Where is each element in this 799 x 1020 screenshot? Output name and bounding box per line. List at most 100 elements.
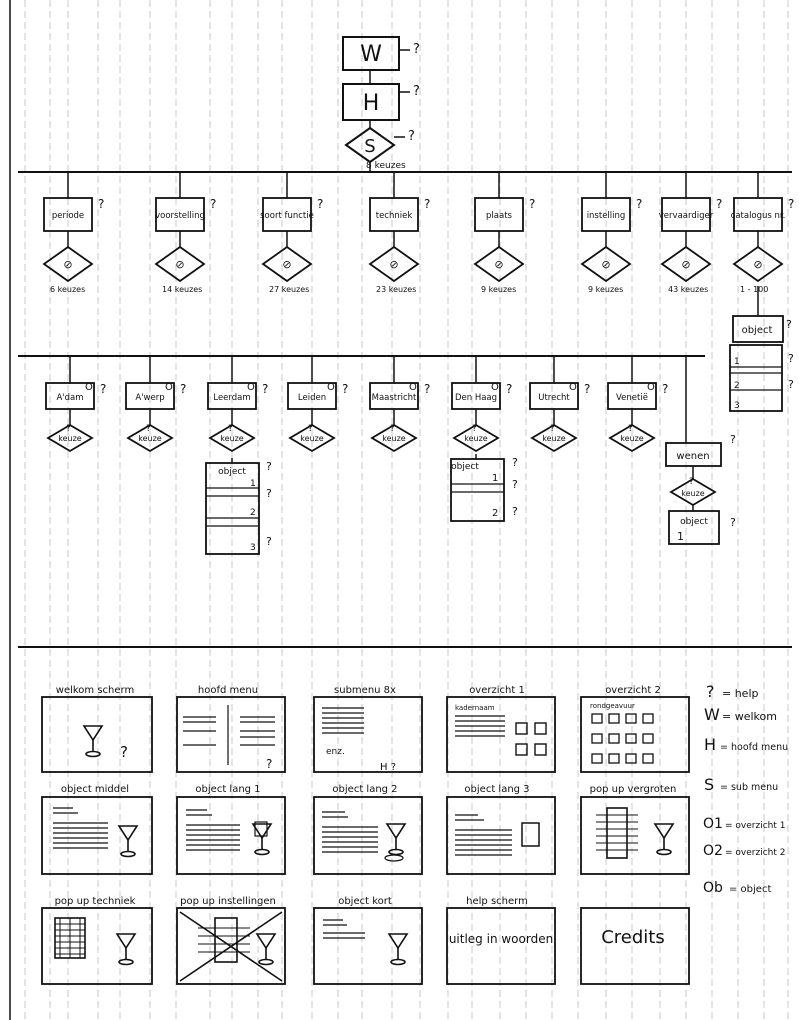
screen-object-kort[interactable]: object kort <box>314 896 422 984</box>
category-node[interactable]: vervaardiger?⊘43 keuzes <box>659 172 723 294</box>
category-node[interactable]: techniek?⊘23 keuzes <box>370 172 430 294</box>
choice-icon: ⊘ <box>282 258 291 271</box>
category-help: ? <box>529 197 535 211</box>
leerdam-object[interactable]: object 1 2 3 ? ? ? <box>206 458 272 554</box>
screen-note: Credits <box>601 927 665 948</box>
category-count: 9 keuzes <box>481 285 516 294</box>
welkom-help-mark: ? <box>413 42 420 57</box>
submenu-node[interactable]: S ? 8 keuzes <box>346 128 415 171</box>
hoofdmenu-node[interactable]: H ? <box>343 84 420 120</box>
legend-value: = sub menu <box>720 782 778 793</box>
screen-pop-up-vergroten[interactable]: pop up vergroten <box>581 784 689 874</box>
legend-value: = overzicht 2 <box>725 848 785 858</box>
welkom-node[interactable]: W ? <box>343 37 420 70</box>
screen-title: pop up techniek <box>55 896 136 907</box>
keuze-label: keuze <box>542 434 566 443</box>
screen-object-lang-1[interactable]: object lang 1 <box>177 784 285 874</box>
place-marker: O <box>409 382 417 393</box>
screen-help[interactable]: help scherm uitleg in woorden <box>447 896 555 984</box>
catalog-object[interactable]: object ? 1 2 3 ? ? <box>730 286 794 411</box>
submenu-node-label: S <box>364 136 375 157</box>
screen-hoofdmenu[interactable]: hoofd menu ? <box>177 685 285 772</box>
screen-overzicht-2[interactable]: overzicht 2 rondgeavuur <box>581 685 689 772</box>
keuze-help: ? <box>308 424 313 434</box>
catalog-object-item-1: 1 <box>734 357 740 367</box>
category-count: 27 keuzes <box>269 285 309 294</box>
wenen-object-label: object <box>680 517 708 527</box>
category-count: 1 - 100 <box>740 285 768 294</box>
denhaag-object-item-2: 2 <box>492 508 498 519</box>
legend-value: = hoofd menu <box>720 742 788 753</box>
place-label: Leerdam <box>213 393 250 403</box>
category-help: ? <box>716 197 722 211</box>
legend-value: = overzicht 1 <box>725 821 785 831</box>
keuze-label: keuze <box>58 434 82 443</box>
wenen-object-help: ? <box>730 516 736 529</box>
screen-pop-up-techniek[interactable]: pop up techniek <box>42 896 152 984</box>
paper-rules <box>25 0 788 1020</box>
screen-title: help scherm <box>466 896 528 907</box>
category-help: ? <box>317 197 323 211</box>
screen-submenu[interactable]: submenu 8x enz. H ? <box>314 685 422 773</box>
hoofdmenu-help-mark: ? <box>413 84 420 99</box>
wenen-keuze[interactable]: keuze ? <box>671 477 715 505</box>
wenen-label: wenen <box>676 451 709 462</box>
screen-title: welkom scherm <box>56 685 134 696</box>
wenen-keuze-help: ? <box>689 477 694 487</box>
screen-pop-up-instellingen[interactable]: pop up instellingen <box>177 896 285 984</box>
place-help: ? <box>262 382 268 396</box>
place-marker: O <box>569 382 577 393</box>
screen-welkom[interactable]: welkom scherm ? <box>42 685 152 772</box>
category-node[interactable]: catalogus nr.?⊘1 - 100 <box>731 172 795 294</box>
screen-object-lang-2[interactable]: object lang 2 <box>314 784 422 874</box>
places-row: A'damO?keuze?A'werpO?keuze?LeerdamO?keuz… <box>46 356 668 451</box>
submenu-count: 8 keuzes <box>366 161 406 171</box>
leerdam-object-help-1: ? <box>266 460 272 473</box>
wenen-object-item-1: 1 <box>677 530 684 543</box>
catalog-object-item-3: 3 <box>734 401 740 411</box>
place-marker: O <box>85 382 93 393</box>
keuze-help: ? <box>146 424 151 434</box>
screen-title: overzicht 2 <box>605 685 661 696</box>
keuze-label: keuze <box>220 434 244 443</box>
leerdam-object-item-1: 1 <box>250 479 256 489</box>
category-node[interactable]: voorstelling?⊘14 keuzes <box>155 172 216 294</box>
category-node[interactable]: instelling?⊘9 keuzes <box>582 172 642 294</box>
submenu-help-mark: ? <box>408 129 415 144</box>
wenen-object[interactable]: object 1 ? <box>669 511 736 544</box>
keuze-label: keuze <box>382 434 406 443</box>
choice-icon: ⊘ <box>681 258 690 271</box>
place-label: A'werp <box>135 393 164 403</box>
leerdam-object-label: object <box>218 467 246 477</box>
screen-title: submenu 8x <box>334 685 396 696</box>
screen-note: ? <box>120 743 128 761</box>
category-label: techniek <box>376 211 413 221</box>
category-node[interactable]: periode?⊘6 keuzes <box>44 172 104 294</box>
screen-title: object lang 3 <box>464 784 529 795</box>
place-marker: O <box>247 382 255 393</box>
keuze-help: ? <box>628 424 633 434</box>
screen-object-lang-3[interactable]: object lang 3 <box>447 784 555 874</box>
screen-title: hoofd menu <box>198 685 258 696</box>
place-help: ? <box>584 382 590 396</box>
screen-object-middel[interactable]: object middel <box>42 784 152 874</box>
choice-icon: ⊘ <box>601 258 610 271</box>
denhaag-object[interactable]: object 1 2 ? ? ? <box>451 454 518 521</box>
screen-credits[interactable]: Credits <box>581 908 689 984</box>
wenen-node[interactable]: wenen ? <box>666 433 736 466</box>
category-help: ? <box>210 197 216 211</box>
category-node[interactable]: soort functie?⊘27 keuzes <box>260 172 323 294</box>
denhaag-object-item-1: 1 <box>492 473 498 484</box>
keuze-label: keuze <box>620 434 644 443</box>
screen-overzicht-1[interactable]: overzicht 1 kadernaam <box>447 685 555 772</box>
legend-key: W <box>704 705 720 724</box>
screen-title: object middel <box>61 784 129 795</box>
